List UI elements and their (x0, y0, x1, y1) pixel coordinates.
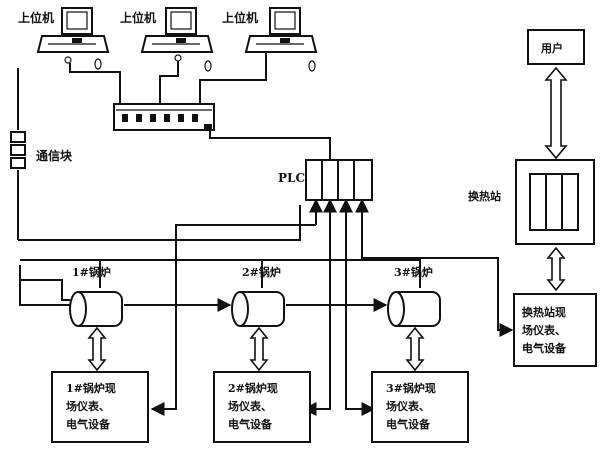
field-box-3: 3#锅炉现 场仪表、 电气设备 (371, 371, 469, 443)
host-computer-2-label: 上位机 (120, 10, 156, 25)
field-box-3-line-2: 场仪表、 (386, 399, 430, 413)
field-box-1-line-2: 场仪表、 (66, 399, 110, 413)
station-field-line-3: 电气设备 (522, 341, 567, 355)
boiler-3-label: 3#锅炉 (394, 265, 433, 279)
network-hub (113, 103, 215, 131)
station-field-link (546, 246, 566, 292)
host-computer-3-label: 上位机 (222, 10, 258, 25)
boiler-field-links (87, 326, 425, 372)
host-connectors (64, 54, 316, 72)
field-box-1-line-1: 1#锅炉现 (66, 381, 116, 395)
boiler-2: 2#锅炉 (231, 265, 285, 327)
field-box-1-line-3: 电气设备 (66, 417, 111, 431)
field-box-2-line-2: 场仪表、 (228, 399, 272, 413)
plc: PLC (278, 159, 373, 201)
comm-block-label: 通信块 (36, 148, 73, 163)
hub-plc-link (209, 130, 331, 160)
field-box-3-line-3: 电气设备 (386, 417, 431, 431)
comm-block: 通信块 (10, 68, 73, 240)
field-box-2: 2#锅炉现 场仪表、 电气设备 (213, 371, 311, 443)
field-box-2-line-3: 电气设备 (228, 417, 273, 431)
station-field-box: 换热站现 场仪表、 电气设备 (513, 293, 597, 367)
host-computer-3: 上位机 (222, 7, 318, 53)
host-computer-1-label: 上位机 (18, 10, 54, 25)
boiler-1: 1#锅炉 (69, 265, 123, 327)
user-box: 用户 (527, 29, 585, 65)
field-box-2-line-1: 2#锅炉现 (228, 381, 278, 395)
host-computer-2: 上位机 (120, 7, 214, 53)
comm-plc-bus (18, 205, 301, 241)
boiler-pipe (19, 259, 421, 312)
station-label: 换热站 (468, 189, 501, 203)
host-computer-1: 上位机 (18, 7, 110, 53)
field-box-3-line-1: 3#锅炉现 (386, 381, 436, 395)
user-station-link (544, 66, 568, 160)
field-box-1: 1#锅炉现 场仪表、 电气设备 (51, 371, 149, 443)
station-field-line-1: 换热站现 (522, 305, 566, 319)
boiler-1-label: 1#锅炉 (72, 265, 111, 279)
plc-label: PLC (278, 171, 305, 185)
boiler-3: 3#锅炉 (387, 265, 441, 327)
heat-station: 换热站 (468, 159, 595, 245)
host-hub-links (69, 52, 267, 104)
station-field-line-2: 场仪表、 (522, 323, 566, 337)
user-label: 用户 (541, 41, 563, 55)
plc-links (150, 198, 514, 416)
